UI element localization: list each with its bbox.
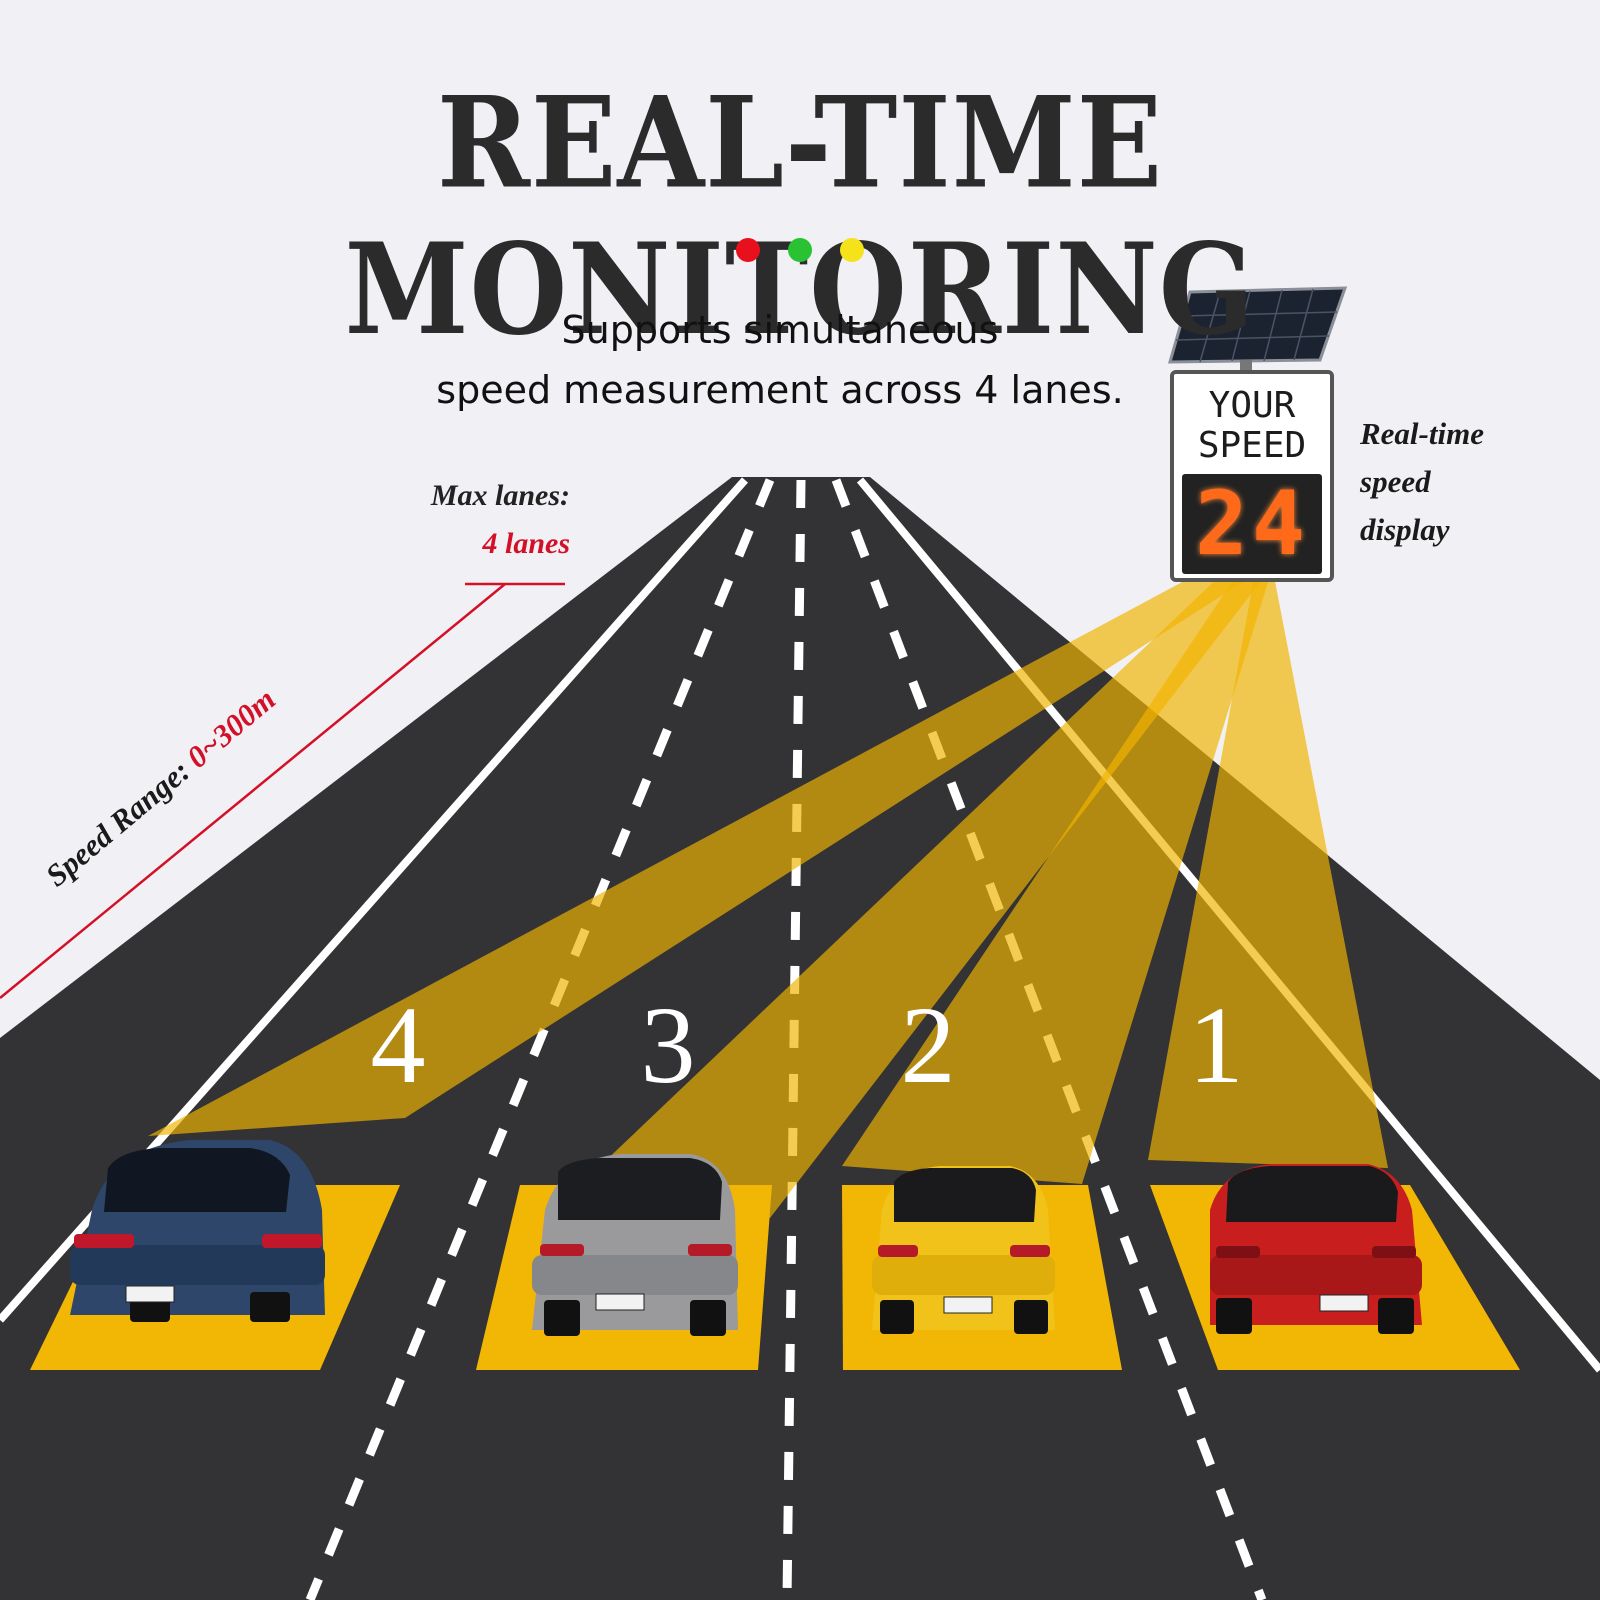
sign-line-speed: SPEED (1197, 425, 1307, 466)
indicator-dot-yellow (840, 238, 865, 262)
radar-beams (148, 550, 1388, 1218)
car-red-hatchback (1210, 1164, 1422, 1334)
lane-divider-1 (305, 478, 775, 1600)
display-caption: Real-time speed display (1360, 410, 1590, 554)
speed-sign: YOUR SPEED 24 (1170, 370, 1334, 582)
lane-number-3: 3 (640, 984, 696, 1106)
car-blue-suv (70, 1140, 325, 1322)
subtitle-line-2: speed measurement across 4 lanes. (436, 368, 1124, 412)
display-caption-line-1: Real-time (1360, 416, 1484, 451)
display-caption-line-3: display (1360, 512, 1450, 547)
beam-lane-1 (1148, 556, 1388, 1168)
range-line (0, 583, 506, 999)
lane-number-4: 4 (370, 984, 426, 1106)
led-panel: 24 (1182, 474, 1322, 574)
solar-panel (1168, 286, 1348, 374)
indicator-dot-green (788, 238, 812, 262)
lane-number-1: 1 (1188, 984, 1244, 1106)
max-lanes-label: Max lanes: 4 lanes (330, 472, 570, 568)
beam-lane-3 (598, 552, 1268, 1218)
subtitle: Supports simultaneous speed measurement … (420, 300, 1140, 420)
indicator-dot-red (735, 238, 760, 262)
max-lanes-title: Max lanes: (430, 479, 570, 512)
car-yellow-hatchback (872, 1166, 1055, 1334)
subtitle-line-1: Supports simultaneous (561, 308, 999, 352)
page-title: REAL-TIME MONITORING (344, 70, 1256, 364)
indicator-dots (0, 238, 1600, 267)
speed-readout: 24 (1195, 472, 1309, 575)
max-lanes-value: 4 lanes (482, 527, 570, 560)
car-silver-suv (532, 1154, 738, 1336)
lane-number-2: 2 (900, 984, 956, 1106)
beam-lane-4 (148, 550, 1265, 1136)
beam-lane-2 (842, 555, 1270, 1184)
sign-line-your: YOUR (1208, 385, 1296, 426)
display-caption-line-2: speed (1360, 464, 1431, 499)
